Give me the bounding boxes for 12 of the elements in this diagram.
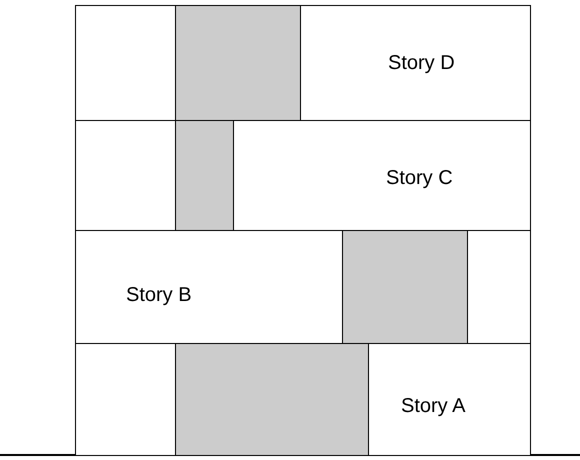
story-label: Story B	[126, 283, 192, 307]
story-band	[75, 5, 531, 122]
shaded-block	[175, 4, 301, 122]
shaded-block	[175, 342, 369, 456]
story-band	[75, 230, 531, 345]
story-label: Story C	[386, 166, 453, 190]
story-band	[75, 343, 531, 456]
story-label: Story D	[388, 51, 455, 75]
shaded-block	[342, 230, 468, 344]
story-band	[75, 120, 531, 232]
story-label: Story A	[401, 394, 466, 418]
shaded-block	[175, 120, 234, 232]
